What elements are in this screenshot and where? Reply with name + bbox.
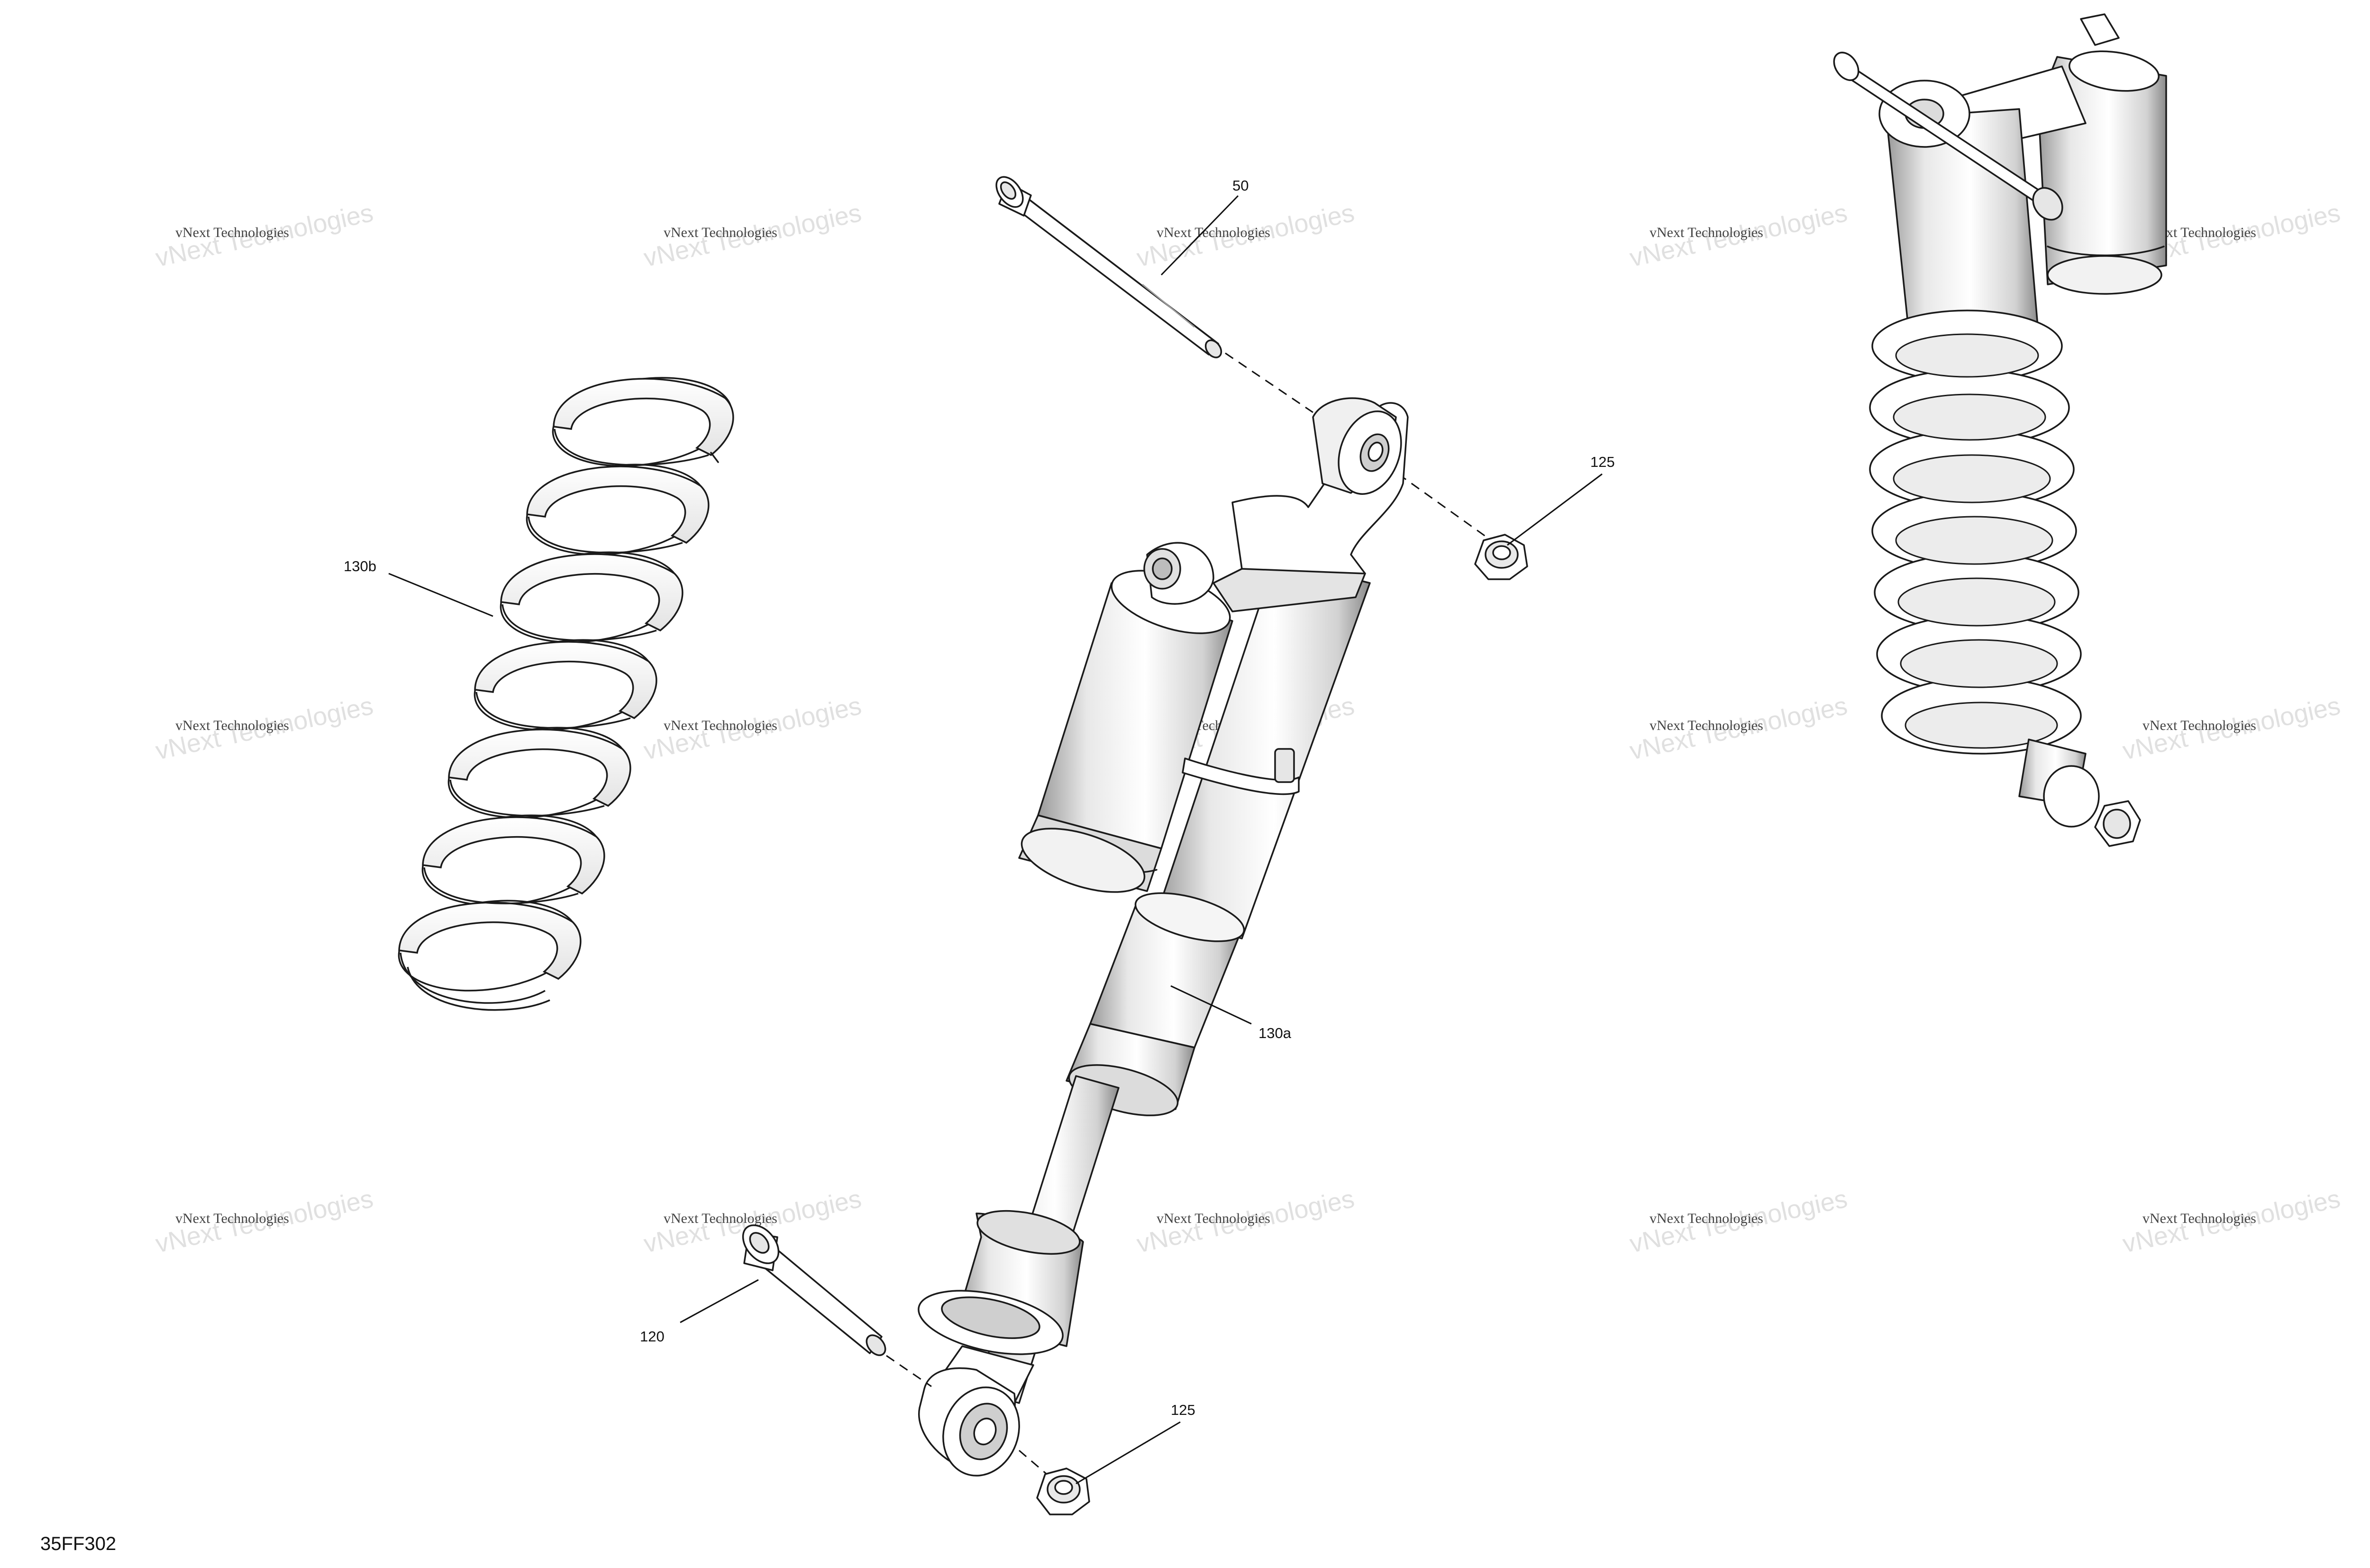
watermark: vNext Technologies vNext Technologies [1627,1185,1850,1258]
leader-lines [388,195,1603,1485]
svg-text:vNext Technologies: vNext Technologies [664,1211,777,1226]
callout-50: 50 [1232,177,1249,194]
shock-assembly-complete[interactable] [1829,13,2167,847]
shock-absorber-130a[interactable] [913,397,1412,1486]
figure-code: 35FF302 [40,1533,116,1554]
bolt-120[interactable] [736,1218,889,1358]
svg-text:vNext Technologies: vNext Technologies [1650,1211,1763,1226]
svg-text:vNext Technologies: vNext Technologies [1650,718,1763,733]
callout-120: 120 [640,1328,665,1345]
svg-text:vNext Technologies: vNext Technologies [175,225,289,240]
nut-125-bottom[interactable] [1036,1468,1090,1515]
svg-text:vNext Technologies: vNext Technologies [664,718,777,733]
svg-text:vNext Technologies: vNext Technologies [175,1211,289,1226]
svg-text:vNext Technologies: vNext Technologies [2142,718,2256,733]
assembly-line [1398,473,1498,546]
shock-bottom-mount [918,1210,1084,1477]
watermark: vNext Technologies vNext Technologies [1627,692,1850,766]
watermark: vNext Technologies vNext Technologies [1134,1185,1357,1258]
svg-text:vNext Technologies: vNext Technologies [664,225,777,240]
callout-125-top: 125 [1590,454,1615,470]
callout-125-bottom: 125 [1171,1402,1195,1418]
bolt-50[interactable] [991,172,1224,360]
callout-130a: 130a [1258,1025,1292,1041]
watermark: vNext Technologies vNext Technologies [2120,692,2343,766]
assembly-line [886,1355,932,1387]
watermark: vNext Technologies vNext Technologies [153,692,376,766]
watermark: vNext Technologies vNext Technologies [2120,1185,2343,1258]
watermark: vNext Technologies vNext Technologies [153,199,376,273]
svg-text:vNext Technologies: vNext Technologies [1650,225,1763,240]
watermark: vNext Technologies vNext Technologies [1627,199,1850,273]
nut-125-top[interactable] [1474,534,1528,580]
svg-text:vNext Technologies: vNext Technologies [2142,1211,2256,1226]
shock-top-mount [1212,397,1409,612]
assembly-line [1225,352,1313,413]
watermark: vNext Technologies vNext Technologies [153,1185,376,1258]
spring-130b[interactable] [393,367,738,1011]
shock-reservoir [1018,542,1233,893]
watermark: vNext Technologies vNext Technologies [1134,199,1357,273]
watermark: vNext Technologies vNext Technologies [641,199,864,273]
svg-text:vNext Technologies: vNext Technologies [175,718,289,733]
svg-text:vNext Technologies: vNext Technologies [1157,225,1270,240]
watermark: vNext Technologies vNext Technologies [641,692,864,766]
callout-130b: 130b [344,558,376,574]
svg-text:vNext Technologies: vNext Technologies [1157,1211,1270,1226]
